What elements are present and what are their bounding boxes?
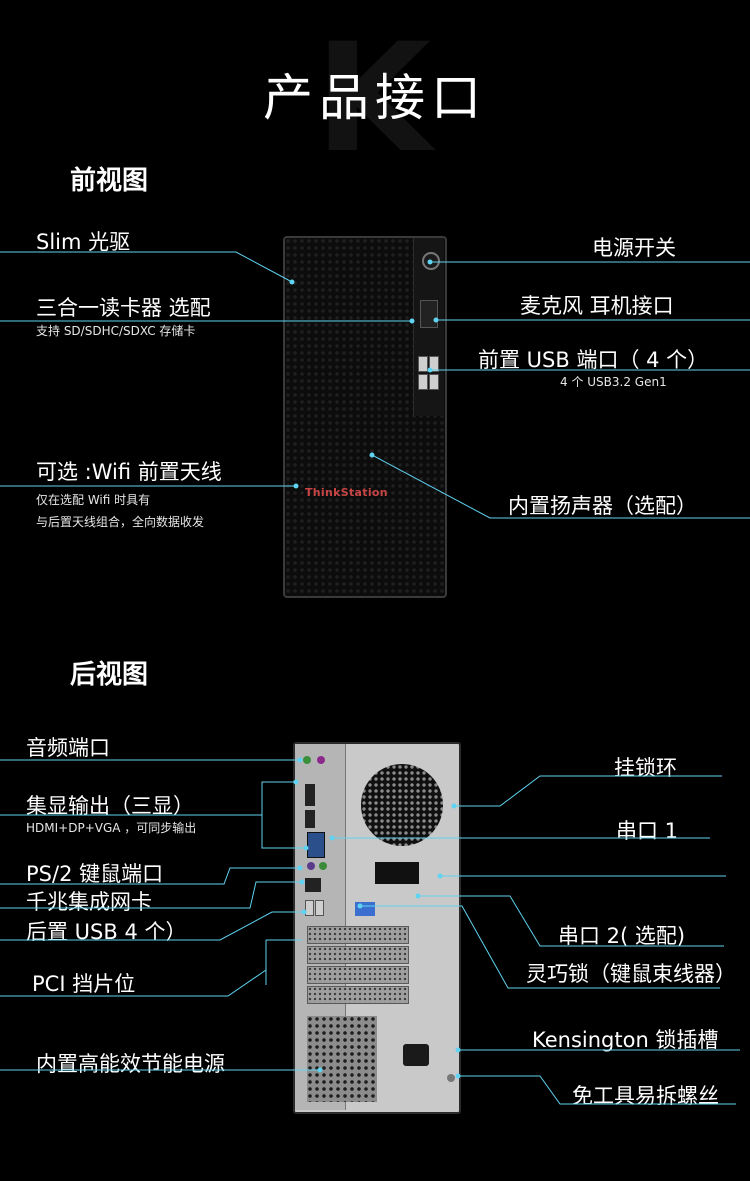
- usb-port-icon: [315, 900, 324, 916]
- label-audio: 麦克风 耳机接口: [520, 294, 674, 318]
- serial-port-icon: [375, 862, 419, 884]
- usb-port-icon: [418, 374, 428, 390]
- label-card-reader-sub: 支持 SD/SDHC/SDXC 存储卡: [36, 324, 196, 338]
- label-slim-drive: Slim 光驱: [36, 230, 131, 254]
- callout-line-slim-drive: [0, 251, 293, 283]
- label-igpu-sub: HDMI+DP+VGA ，可同步输出: [26, 821, 197, 835]
- label-cable-lock: 灵巧锁（键鼠束线器）: [526, 962, 736, 986]
- page-title: 产品接口: [263, 69, 487, 127]
- usb-port-icon: [429, 374, 439, 390]
- usb-port-icon: [418, 356, 428, 372]
- label-front-usb: 前置 USB 端口（ 4 个）: [478, 348, 709, 372]
- label-ps2: PS/2 键鼠端口: [26, 862, 164, 886]
- screw-icon: [447, 1074, 455, 1082]
- audio-jack-icon: [303, 756, 311, 764]
- usb-port-icon: [429, 356, 439, 372]
- pci-slot: [307, 986, 409, 1004]
- ps2-port-icon: [307, 862, 315, 870]
- callout-line-lock-ring: [454, 775, 722, 807]
- callout-line-pci: [0, 969, 267, 997]
- psu-vent: [307, 1016, 377, 1102]
- lan-port-icon: [305, 878, 321, 892]
- ps2-port-icon: [319, 862, 327, 870]
- front-io-panel: [413, 238, 444, 416]
- k-watermark: K: [315, 12, 432, 186]
- callout-line-screw: [458, 1075, 736, 1105]
- callout-line-usb-rear: [0, 911, 304, 941]
- label-wifi: 可选 :Wifi 前置天线: [36, 460, 222, 484]
- callout-line-ps2: [0, 867, 300, 885]
- usb-port-icon: [305, 900, 314, 916]
- label-serial2: 串口 2( 选配): [558, 924, 686, 948]
- pci-slot: [307, 946, 409, 964]
- label-lan: 千兆集成网卡: [26, 890, 152, 914]
- label-audio-port: 音频端口: [26, 736, 110, 760]
- label-front-usb-sub: 4 个 USB3.2 Gen1: [560, 375, 667, 389]
- callout-line-lan: [0, 881, 302, 909]
- pci-slot: [307, 966, 409, 984]
- label-kensington: Kensington 锁插槽: [532, 1028, 719, 1052]
- audio-jack-icon: [317, 756, 325, 764]
- label-psu: 内置高能效节能电源: [36, 1052, 225, 1076]
- label-wifi-sub2: 与后置天线组合，全向数据收发: [36, 515, 205, 529]
- label-speaker: 内置扬声器（选配）: [508, 494, 697, 518]
- pci-slot: [307, 926, 409, 944]
- label-wifi-sub1: 仅在选配 Wifi 时具有: [36, 493, 151, 507]
- rear-view-title: 后视图: [70, 660, 149, 690]
- power-socket-icon: [403, 1044, 429, 1066]
- callout-line-igpu: [0, 781, 296, 816]
- rear-tower-image: [293, 742, 461, 1114]
- dp-port-icon: [305, 810, 315, 828]
- audio-jack-icon: [420, 300, 438, 328]
- front-view-title: 前视图: [70, 166, 149, 196]
- label-power: 电源开关: [592, 236, 676, 260]
- callout-line-serial2: [418, 895, 724, 947]
- label-card-reader: 三合一读卡器 选配: [36, 296, 211, 320]
- callout-line-speaker: [371, 454, 750, 519]
- label-pci: PCI 挡片位: [32, 972, 136, 996]
- vga-port-icon: [307, 832, 325, 858]
- label-serial1: 串口 1: [616, 819, 679, 843]
- thinkstation-logo: ThinkStation: [305, 486, 388, 499]
- callout-line-cable-lock: [360, 905, 720, 989]
- rear-fan: [361, 764, 443, 846]
- hdmi-port-icon: [305, 784, 315, 806]
- front-tower-image: ThinkStation: [283, 236, 447, 598]
- label-igpu: 集显输出（三显）: [26, 794, 194, 818]
